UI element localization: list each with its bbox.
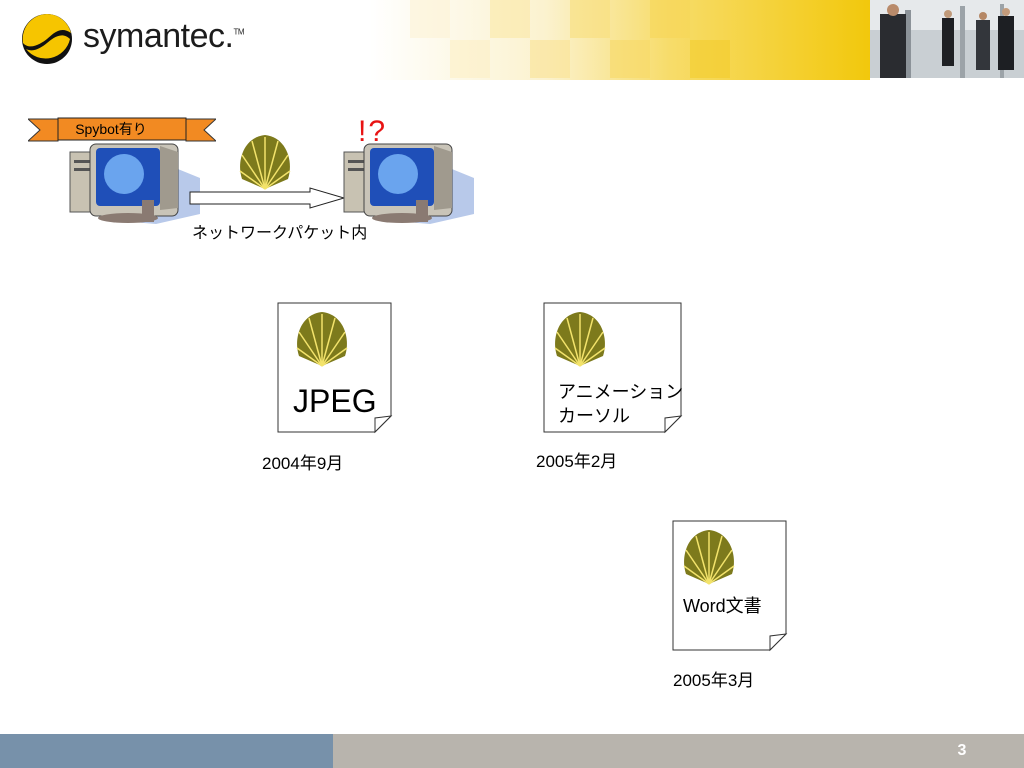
packet-label: ネットワークパケット内 bbox=[192, 225, 368, 242]
page-number: 3 bbox=[957, 742, 967, 759]
symantec-wordmark: symantec.TM bbox=[83, 17, 245, 55]
date-label: 2004年9月 bbox=[262, 454, 344, 473]
symantec-logo-icon bbox=[22, 14, 72, 64]
animated-cursor-label-line-1: アニメーション bbox=[558, 382, 684, 402]
word-document-label: Word文書 bbox=[683, 596, 762, 616]
computer-icon bbox=[69, 143, 200, 224]
warning-mark: !? bbox=[358, 115, 388, 148]
packet-arrow bbox=[189, 187, 346, 209]
header-banner bbox=[370, 0, 1024, 80]
animated-cursor-document-icon bbox=[543, 302, 683, 434]
spybot-label: Spybot有り bbox=[75, 121, 147, 137]
date-label: 2005年3月 bbox=[673, 671, 755, 690]
footer-bar-right bbox=[333, 734, 1024, 768]
target-computer-icon bbox=[343, 143, 474, 224]
jpeg-label: JPEG bbox=[293, 383, 377, 419]
word-document-icon bbox=[672, 520, 788, 652]
business-people-photo bbox=[870, 0, 1024, 78]
jpeg-document-icon bbox=[277, 302, 393, 434]
spybot-banner bbox=[28, 117, 216, 142]
footer-bar-left bbox=[0, 734, 333, 768]
animated-cursor-label: アニメーション カーソル bbox=[558, 380, 683, 428]
animated-cursor-label-line-2: カーソル bbox=[558, 406, 630, 426]
shell-logo-icon bbox=[239, 135, 291, 190]
date-label: 2005年2月 bbox=[536, 452, 618, 471]
